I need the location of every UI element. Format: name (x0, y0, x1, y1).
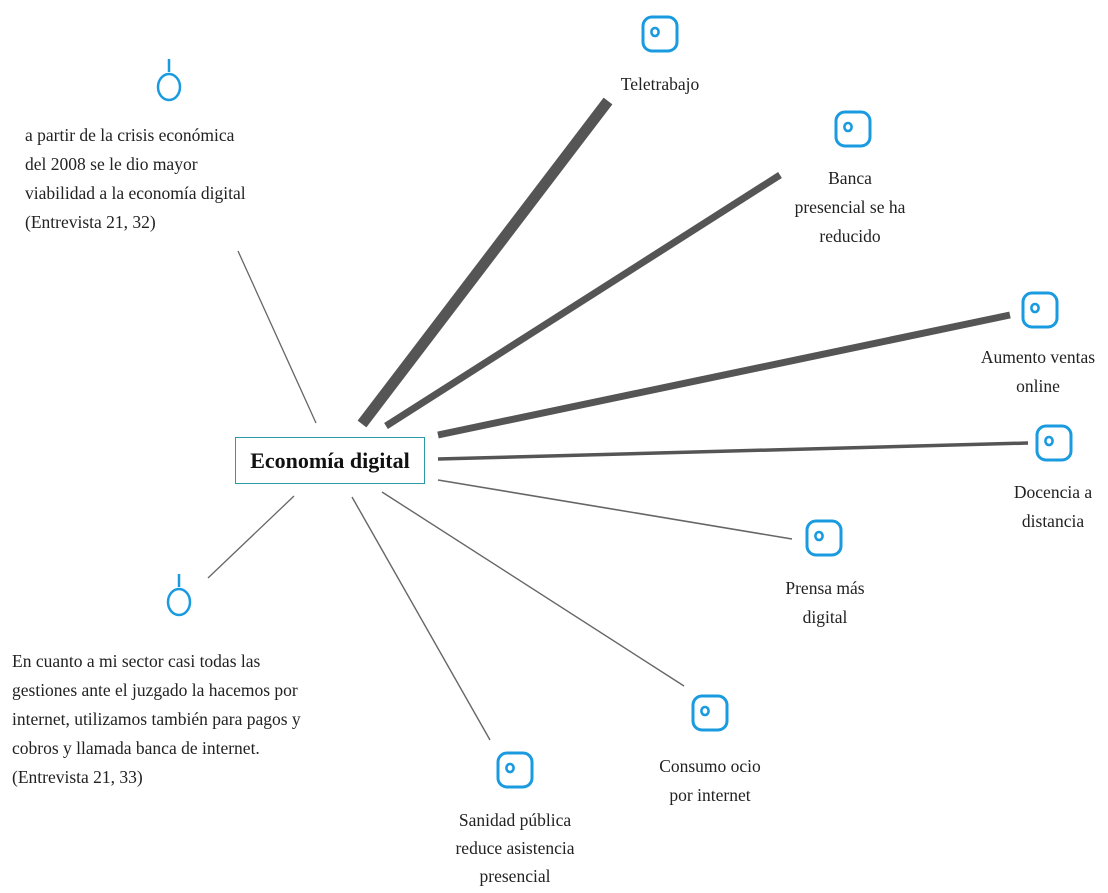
code-icon[interactable] (1035, 424, 1073, 462)
central-node[interactable]: Economía digital (235, 437, 425, 484)
code-label-prensa: Prensa más digital (785, 578, 865, 627)
link-banca (384, 172, 782, 429)
link-prensa (437, 479, 793, 540)
central-node-label: Economía digital (250, 447, 410, 473)
quote-marker-icon[interactable] (155, 59, 183, 103)
code-icon[interactable] (496, 751, 534, 789)
link-teletrabajo (357, 97, 613, 428)
code-label-sanidad: Sanidad pública reduce asistencia presen… (455, 810, 575, 886)
code-label-ventas: Aumento ventas online (980, 347, 1096, 396)
link-docencia (437, 441, 1029, 461)
link-quote-1 (237, 250, 317, 424)
link-ocio (381, 491, 685, 687)
quote-marker-icon[interactable] (165, 574, 193, 618)
code-label-docencia: Docencia a distancia (1013, 482, 1093, 531)
link-ventas (437, 311, 1011, 439)
link-quote-2 (207, 495, 295, 579)
link-sanidad (351, 496, 491, 741)
code-icon[interactable] (805, 519, 843, 557)
code-icon[interactable] (834, 110, 872, 148)
code-label-ocio: Consumo ocio por internet (659, 756, 761, 805)
code-icon[interactable] (691, 694, 729, 732)
code-icon[interactable] (641, 15, 679, 53)
code-label-teletrabajo: Teletrabajo (620, 74, 700, 94)
quote-text-1: a partir de la crisis económica del 2008… (25, 125, 246, 232)
quote-text-2: En cuanto a mi sector casi todas las ges… (12, 651, 301, 787)
code-label-banca: Banca presencial se ha reducido (794, 168, 906, 246)
code-icon[interactable] (1021, 291, 1059, 329)
